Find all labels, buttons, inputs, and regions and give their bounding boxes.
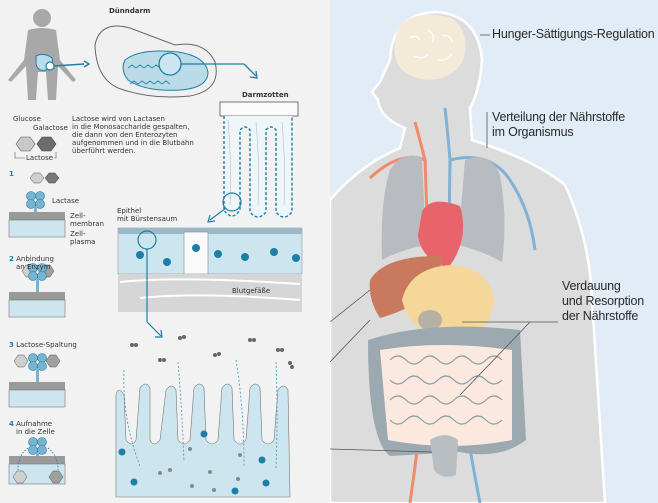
step-diagrams [8,172,66,485]
rectum-icon [430,435,458,477]
description-line: die dann von den Enterozyten [72,131,178,139]
step-4-line: Aufnahme [16,420,53,428]
label-nutrient-distribution: Verteilung der Nährstoffe im Organismus [492,110,625,140]
step-2-number: 2 [9,255,14,263]
label-line: Zell- [70,230,86,238]
label-line: Verteilung der Nährstoffe [492,110,626,124]
label-lactase: Lactase [52,197,80,205]
left-panel-lactose-digestion: Dünndarm Darmzotten Glucose Galactose La… [0,0,330,503]
label-line: Epithel [117,207,142,215]
small-intestine-diagram [94,25,258,98]
lungs-icon [381,155,505,262]
step-4-line: in die Zelle [16,428,55,436]
step-1-number: 1 [9,170,14,178]
label-cytoplasm: Zell- plasma [70,230,95,246]
description-line: Lactose wird von Lactasen [72,115,165,123]
legend-lactose: Lactose [25,154,55,162]
title-villi: Darmzotten [242,91,289,99]
step-1-diagram [8,172,66,238]
leader-line-left-1 [330,289,371,323]
description-text: Lactose wird von Lactasen in die Monosac… [72,115,202,155]
title-small-intestine: Dünndarm [109,7,151,15]
label-blood-vessels: Blutgefäße [232,287,271,295]
step-2-line: Anbindung [16,255,54,263]
leader-line-digestion-2 [459,321,531,396]
label-hunger-regulation: Hunger-Sättigungs-Regulation [492,27,655,41]
label-line: und Resorption [562,294,644,308]
label-line: mit Bürstensaum [117,215,178,223]
label-line: Verdauung [562,279,621,293]
step-3-text: Lactose-Spaltung [16,341,77,349]
step-4-diagram [8,437,66,485]
legend-galactose: Galactose [33,124,68,132]
step-4-number: 4 [9,420,14,428]
leader-line-left-3 [330,448,433,453]
legend-glucose: Glucose [13,115,41,123]
small-intestine-icon [380,345,512,446]
heart-icon [418,201,464,268]
label-cell-membrane: Zell- membran [70,212,104,228]
label-epithelium: Epithel mit Bürstensaum [117,207,177,223]
label-line: Zell- [70,212,86,220]
left-illustration [8,9,303,498]
step-2-line: an Enzym [16,263,51,271]
label-digestion-absorption: Verdauung und Resorption der Nährstoffe [562,279,644,324]
leader-line-left-2 [330,319,371,363]
step-2-label: 2 Anbindung an Enzym [9,255,54,271]
epithelium-diagram [117,227,303,338]
step-2-diagram [8,263,66,318]
intestinal-villi-diagram [207,101,299,223]
brain-icon [394,14,466,81]
microvilli-diagram [115,335,294,498]
step-3-label: 3 Lactose-Spaltung [9,341,77,349]
body-illustration [330,10,607,503]
step-4-label: 4 Aufnahme in die Zelle [9,420,55,436]
step-3-number: 3 [9,341,14,349]
description-line: in die Monosaccharide gespalten, [72,123,190,131]
liver-icon [369,255,442,318]
description-line: überführt werden. [72,147,136,155]
label-line: der Nährstoffe [562,309,639,323]
human-silhouette-small [8,9,91,100]
description-line: aufgenommen und in die Blutbahn [72,139,194,147]
right-panel-human-body: Hunger-Sättigungs-Regulation Verteilung … [330,0,658,503]
step-3-diagram [8,353,66,408]
label-line: membran [70,220,104,228]
label-line: plasma [70,238,96,246]
label-line: im Organismus [492,125,574,139]
